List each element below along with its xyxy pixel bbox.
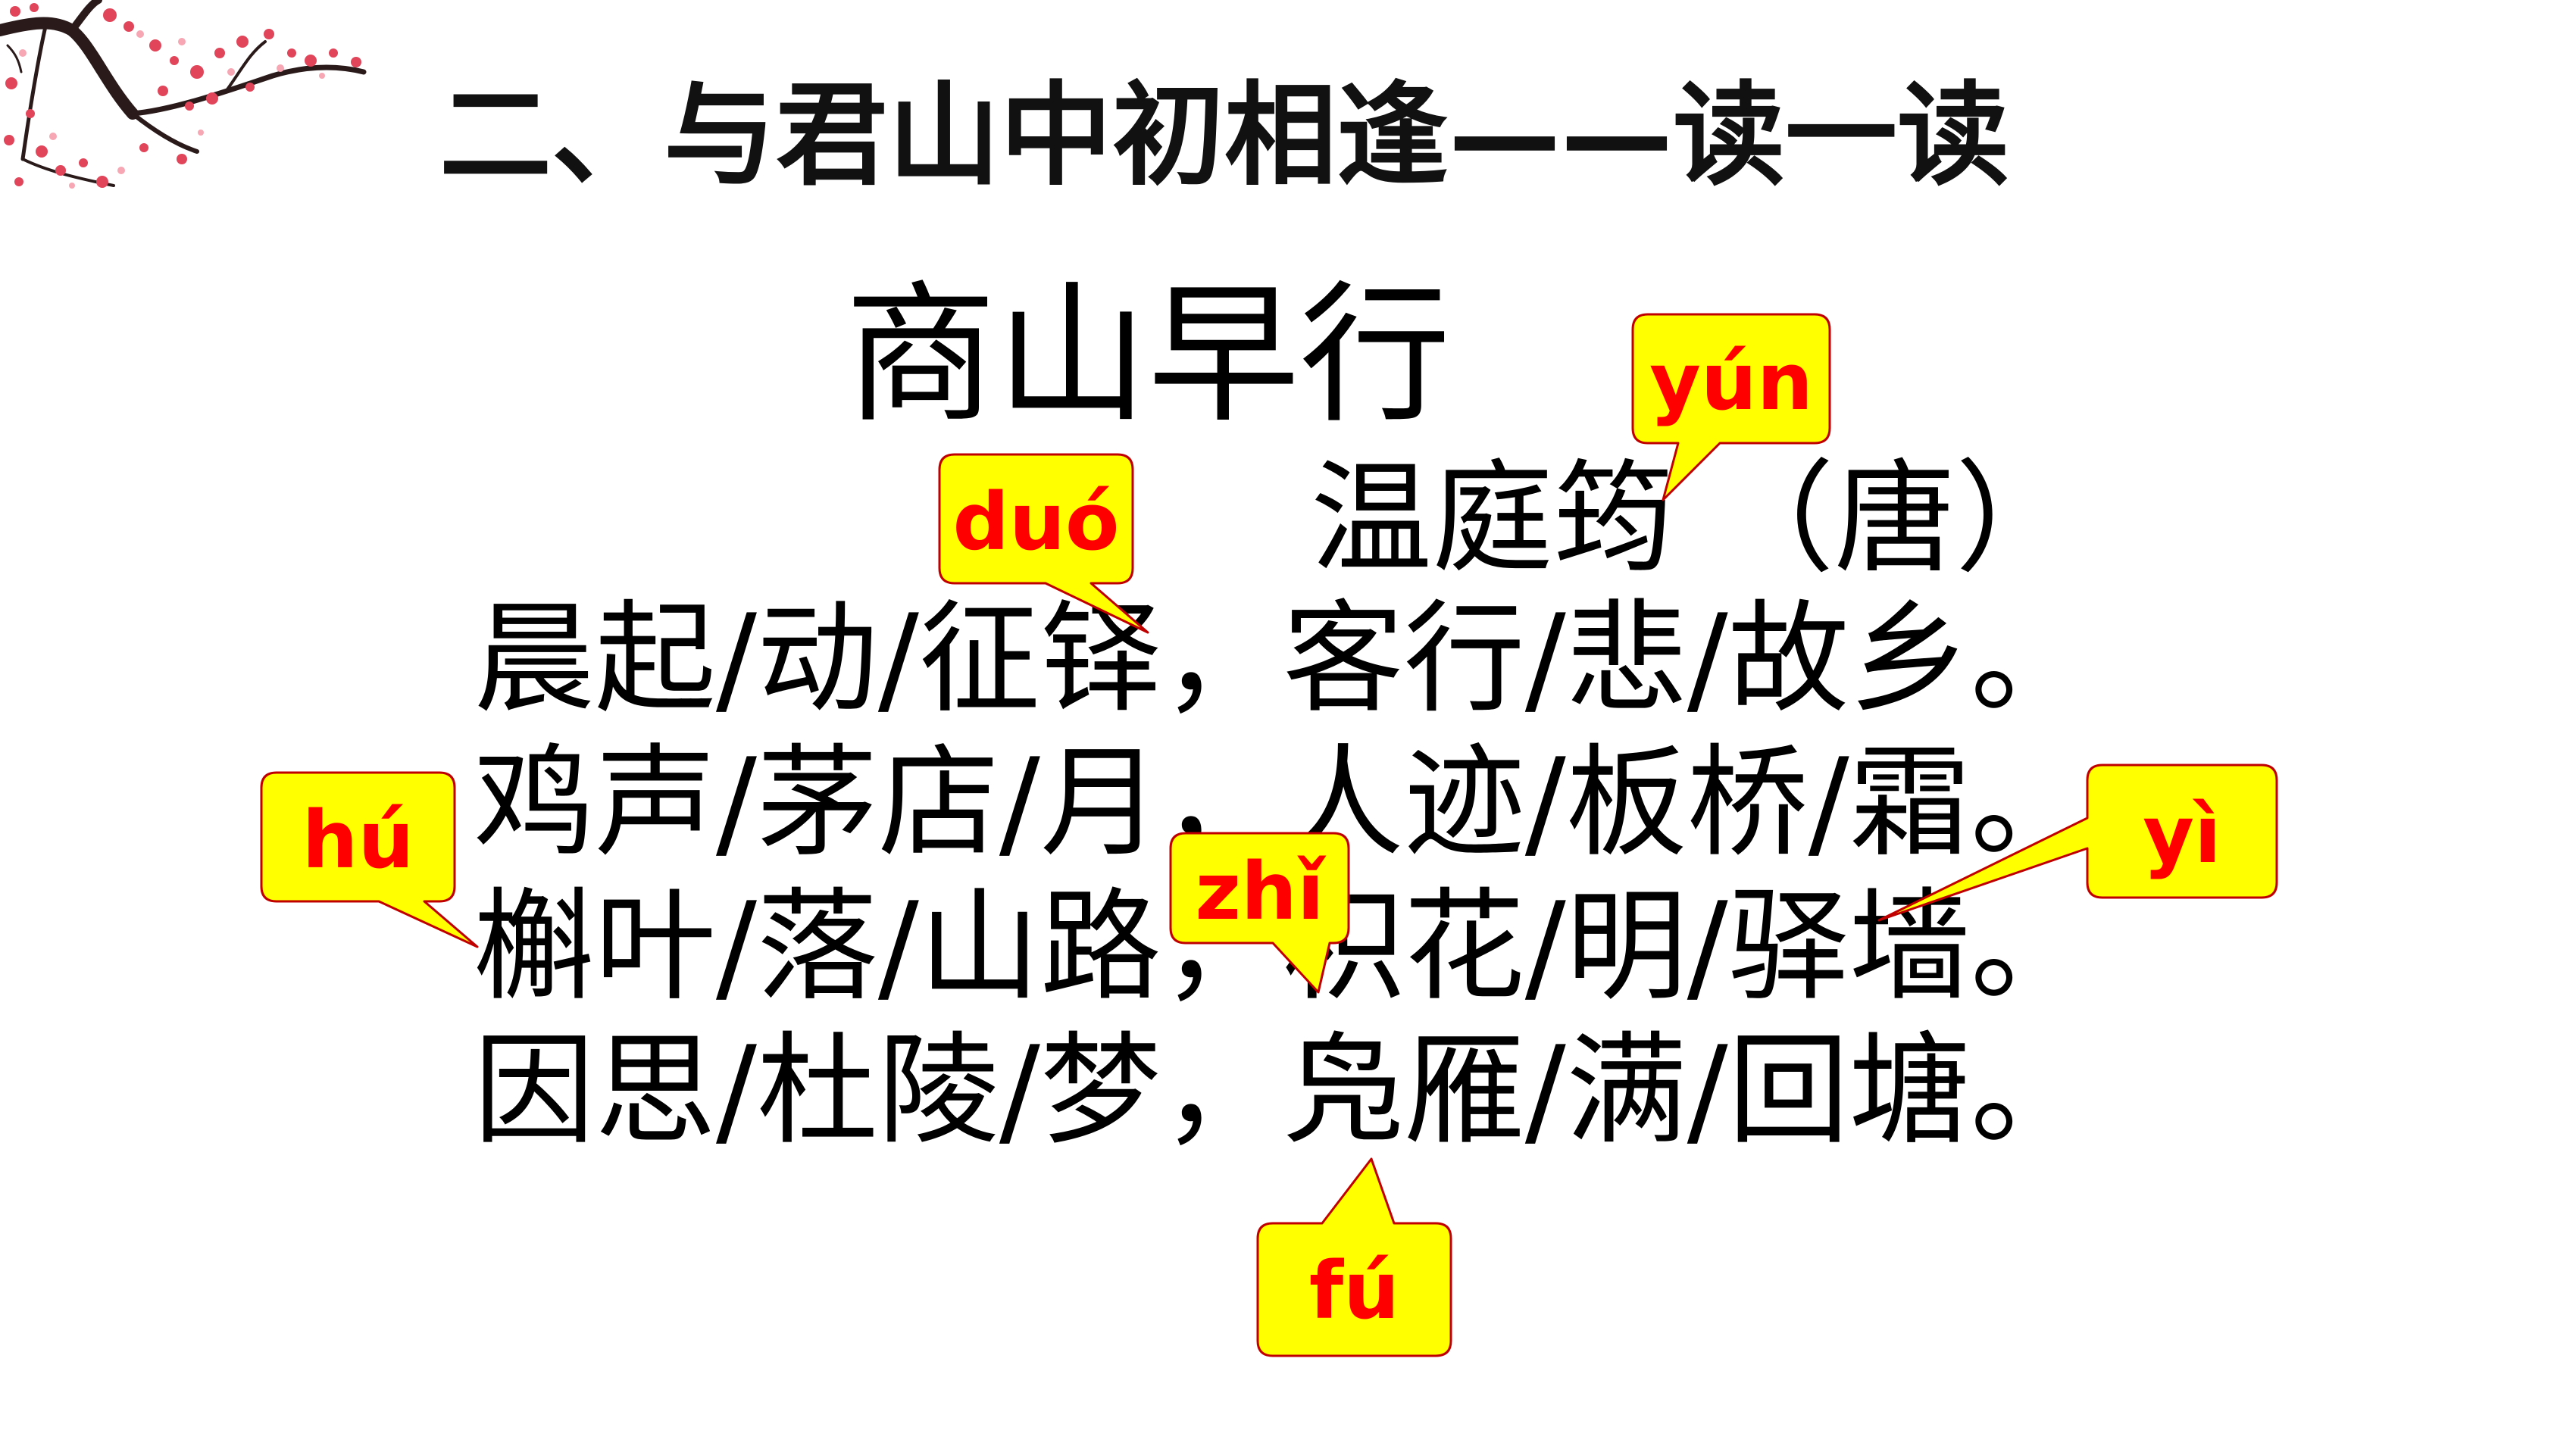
poem-author: 温庭筠 （唐） [1311,448,2077,589]
poem-title: 商山早行 [845,267,1452,444]
section-heading: 二、与君山中初相逢——读一读 [439,70,2009,201]
poem-line: 晨起/动/征铎，客行/悲/故乡。 [474,588,2092,729]
pinyin-label-hu: hú [302,794,414,886]
poem-line: 因思/杜陵/梦，凫雁/满/回塘。 [474,1020,2092,1161]
plum-blossom-branch-icon [0,0,367,189]
pinyin-label-fu: fú [1308,1244,1400,1337]
pinyin-label-duo: duó [952,476,1120,568]
pinyin-label-yi: yì [2143,789,2221,881]
pinyin-label-zhi: zhǐ [1195,845,1324,938]
pinyin-label-yun: yún [1649,336,1813,428]
